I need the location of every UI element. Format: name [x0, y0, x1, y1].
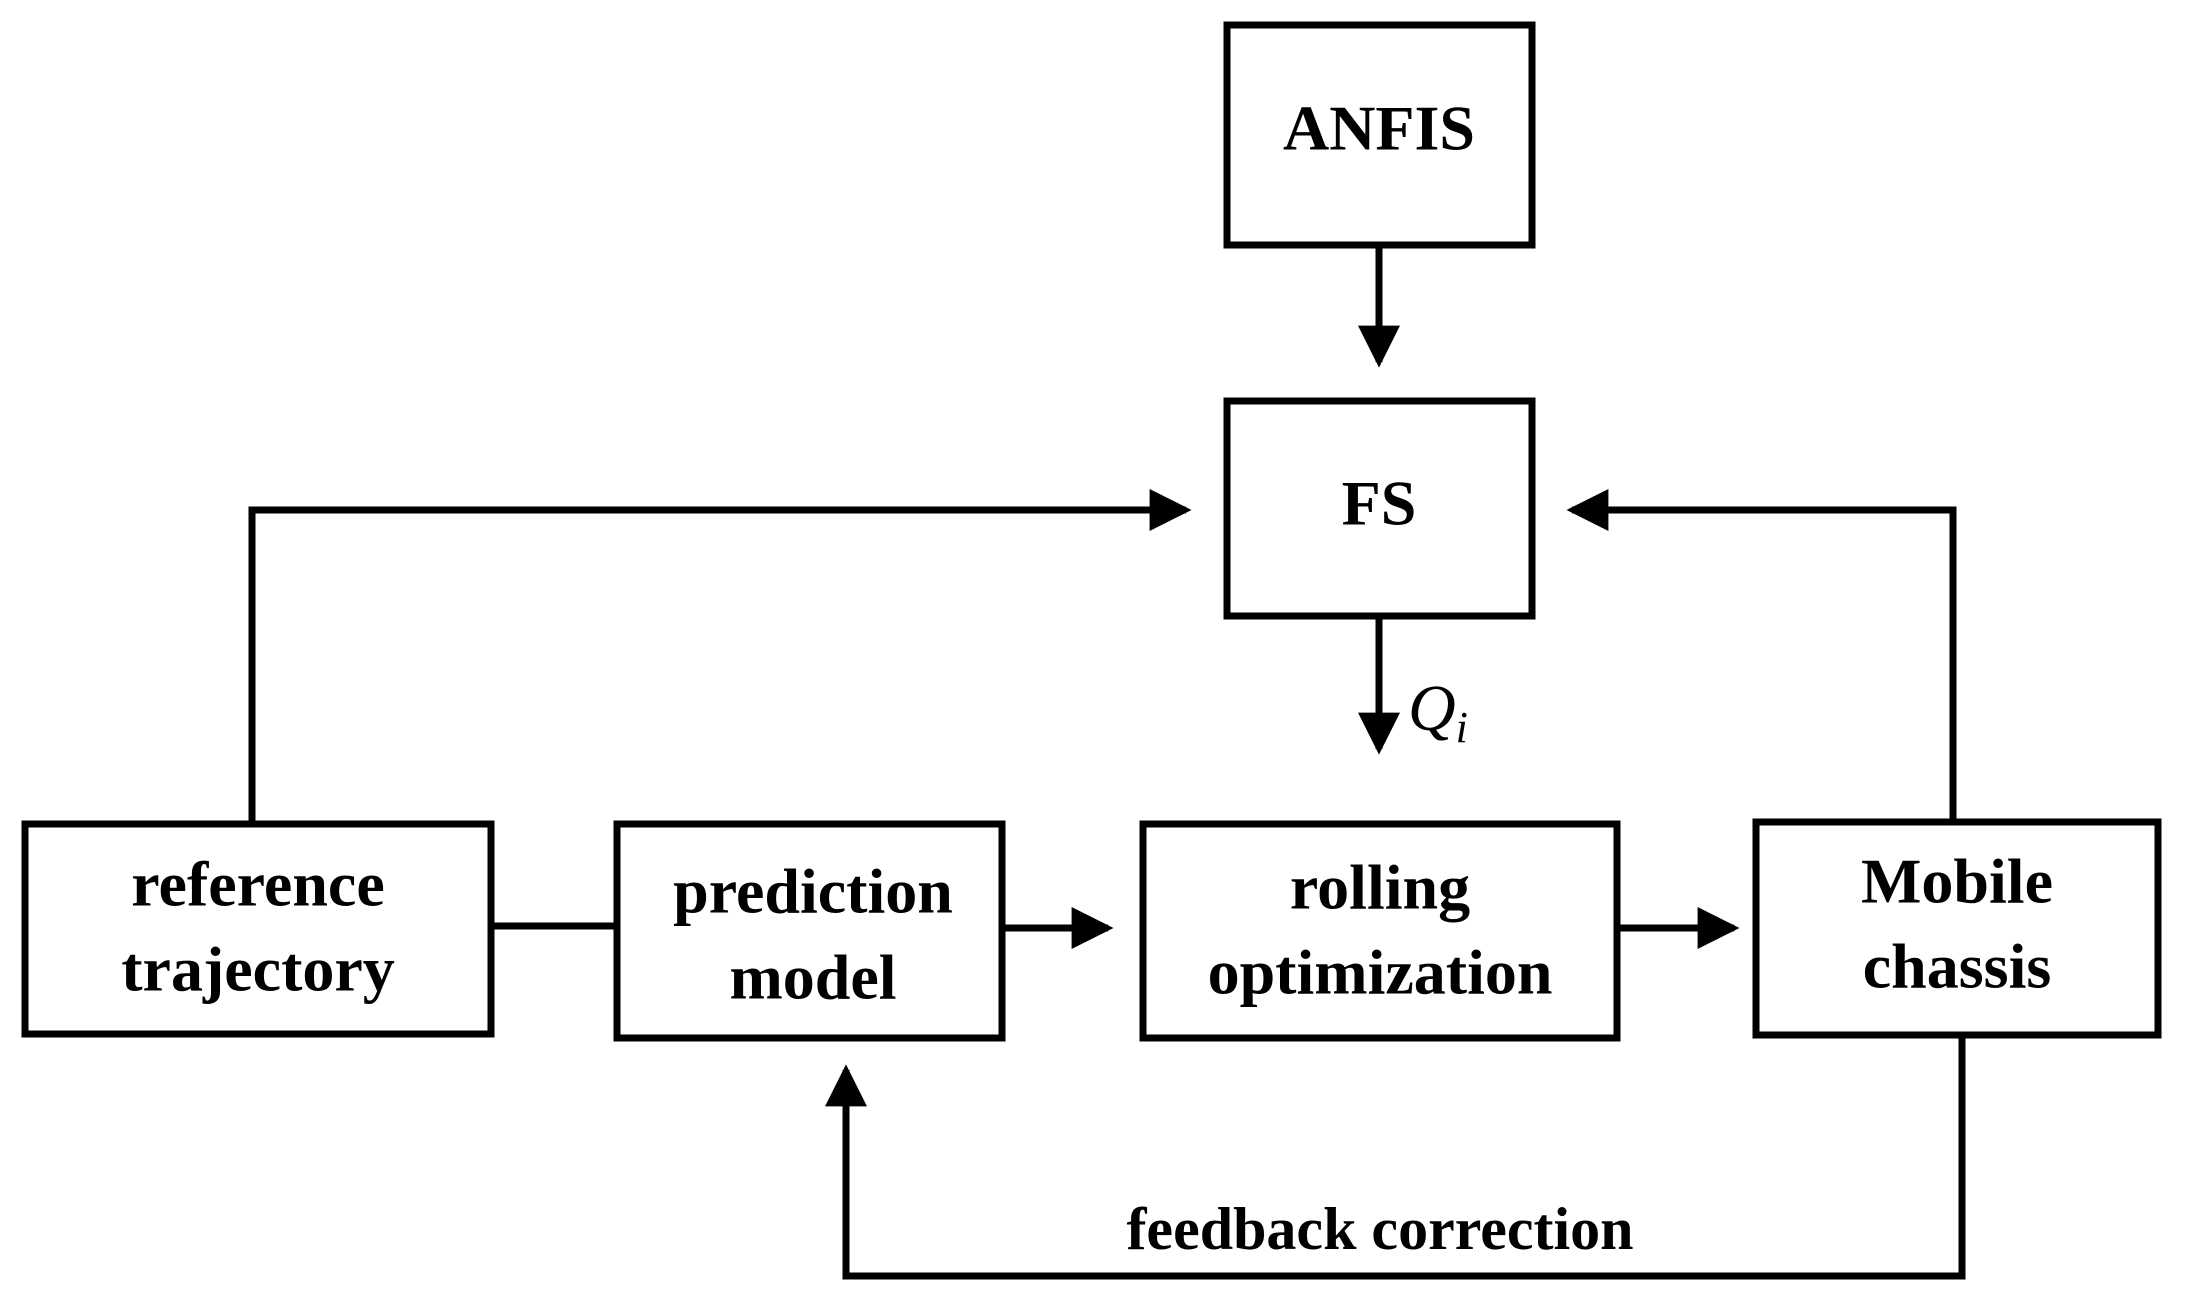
node-prediction-model: prediction model [613, 820, 1006, 1042]
prediction-model-line-2: model [729, 942, 896, 1013]
arrow-feedback-correction [825, 1037, 1966, 1280]
rolling-optimization-line-1: rolling [1290, 852, 1470, 923]
reference-trajectory-line-2: trajectory [121, 934, 395, 1005]
connectors [248, 245, 1966, 1280]
node-fs: FS [1223, 397, 1536, 620]
q-symbol: Q [1408, 672, 1456, 745]
q-i-label: Qi [1408, 672, 1468, 752]
feedback-correction-label: feedback correction [1126, 1196, 1633, 1262]
arrow-chassis-to-fs [1566, 489, 1957, 822]
rolling-optimization-line-2: optimization [1208, 937, 1553, 1008]
arrow-reference-to-fs [248, 489, 1192, 822]
prediction-model-line-1: prediction [673, 856, 953, 927]
mobile-chassis-line-1: Mobile [1861, 846, 2053, 917]
anfis-label: ANFIS [1283, 93, 1475, 164]
node-rolling-optimization: rolling optimization [1139, 820, 1621, 1042]
mobile-chassis-line-2: chassis [1863, 931, 2052, 1002]
q-subscript: i [1456, 703, 1468, 752]
node-reference-trajectory: reference trajectory [21, 820, 495, 1038]
node-anfis: ANFIS [1223, 21, 1536, 249]
reference-trajectory-line-1: reference [131, 849, 384, 920]
node-mobile-chassis: Mobile chassis [1752, 818, 2162, 1039]
fs-label: FS [1342, 468, 1417, 539]
